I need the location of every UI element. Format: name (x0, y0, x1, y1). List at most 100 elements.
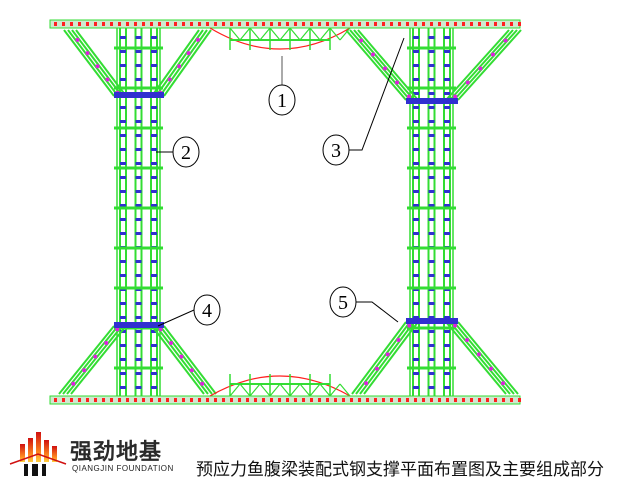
steel-support-plan-diagram: 1 2 3 4 5 (49, 19, 522, 405)
connector-plate (135, 148, 142, 151)
brace-joint (115, 327, 120, 332)
brace-joint (75, 37, 80, 42)
beam-stiffener (126, 398, 129, 402)
beam-stiffener (486, 22, 489, 26)
beam-stiffener (390, 22, 393, 26)
brace-joint (453, 323, 457, 328)
node-plate (406, 98, 458, 104)
beam-stiffener (382, 22, 385, 26)
beam-stiffener (246, 398, 249, 402)
connector-plate (428, 330, 435, 333)
brace-joint (503, 38, 508, 43)
diagonal-brace (449, 29, 514, 101)
brace-joint (71, 381, 76, 386)
brace-joint (95, 64, 100, 69)
connector-plate (120, 358, 126, 361)
connector-plate (151, 372, 157, 375)
beam-stiffener (70, 22, 73, 26)
brace-joint (200, 381, 205, 386)
beam-stiffener (278, 22, 281, 26)
connector-plate (120, 120, 126, 123)
beam-stiffener (398, 22, 401, 26)
brace-joint (371, 52, 375, 57)
connector-plate (444, 302, 450, 305)
truss-diagonal (269, 383, 281, 397)
beam-stiffener (454, 22, 457, 26)
beam-stiffener (342, 22, 345, 26)
connector-plate (135, 176, 142, 179)
beam-stiffener (62, 22, 65, 26)
connector-plate (151, 106, 157, 109)
beam-stiffener (238, 398, 241, 402)
brace-joint (489, 366, 493, 371)
connector-plate (151, 344, 157, 347)
brace-joint (465, 80, 470, 85)
beam-stiffener (366, 398, 369, 402)
connector-plate (444, 92, 450, 95)
beam-stiffener (470, 398, 473, 402)
prestressed-cable (209, 375, 351, 397)
label-4: 4 (157, 294, 221, 327)
beam-stiffener (102, 398, 105, 402)
connector-plate (135, 232, 142, 235)
label-2: 2 (156, 136, 200, 168)
diagonal-brace (155, 29, 204, 97)
connector-plate (120, 64, 126, 67)
beam-stiffener (54, 22, 57, 26)
connector-plate (151, 78, 157, 81)
beam-stiffener (494, 398, 497, 402)
brace-joint (477, 352, 481, 357)
brace-joint (85, 51, 90, 56)
connector-plate (413, 302, 419, 305)
brace-joint (490, 52, 495, 57)
beam-stiffener (222, 22, 225, 26)
connector-plate (444, 274, 450, 277)
connector-plate (413, 50, 419, 53)
beam-stiffener (294, 398, 297, 402)
brace-joint (395, 80, 399, 85)
brace-joint (453, 94, 458, 99)
beam-stiffener (438, 22, 441, 26)
connector-plate (444, 386, 450, 389)
connector-plate (413, 358, 419, 361)
truss-diagonal (289, 27, 301, 41)
beam-stiffener (214, 22, 217, 26)
connector-plate (151, 260, 157, 263)
beam-stiffener (478, 398, 481, 402)
connector-plate (413, 260, 419, 263)
connector-plate (135, 358, 142, 361)
label-5: 5 (329, 286, 399, 323)
beam-stiffener (334, 398, 337, 402)
connector-plate (135, 106, 142, 109)
connector-plate (120, 316, 126, 319)
diagonal-brace (70, 325, 127, 395)
connector-plate (413, 274, 419, 277)
company-logo (9, 432, 67, 476)
connector-plate (413, 134, 419, 137)
brace-joint (169, 341, 173, 345)
connector-plate (135, 372, 142, 375)
beam-stiffener (246, 22, 249, 26)
truss-diagonal (229, 27, 241, 41)
connector-plate (135, 260, 142, 263)
connector-plate (444, 204, 450, 207)
connector-plate (428, 120, 435, 123)
connector-plate (444, 176, 450, 179)
connector-plate (428, 176, 435, 179)
beam-stiffener (206, 398, 209, 402)
beam-stiffener (134, 398, 137, 402)
connector-plate (151, 50, 157, 53)
label-text: 3 (331, 140, 341, 162)
connector-plate (444, 218, 450, 221)
beam-stiffener (342, 398, 345, 402)
connector-plate (120, 302, 126, 305)
connector-plate (413, 78, 419, 81)
connector-plate (413, 316, 419, 319)
connector-plate (135, 330, 142, 333)
brace-joint (385, 352, 390, 357)
connector-plate (413, 344, 419, 347)
brace-joint (189, 368, 194, 373)
brace-joint (407, 323, 412, 328)
beam-stiffener (94, 398, 97, 402)
diagonal-brace (163, 29, 212, 97)
